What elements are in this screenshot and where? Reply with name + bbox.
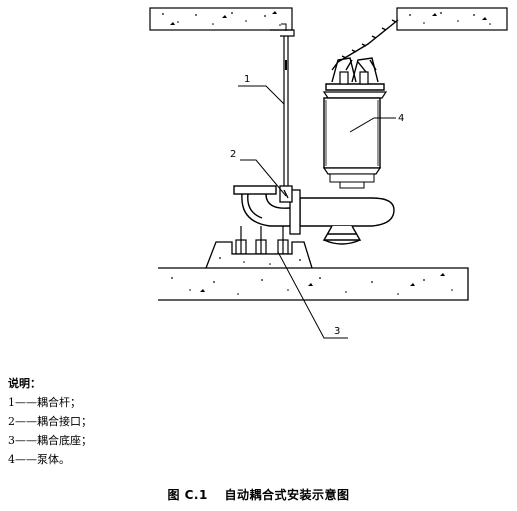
callout-4: 4 [398, 113, 404, 124]
legend-item-coupling-interface: 2——耦合接口； [8, 415, 92, 428]
rod-top-bracket [270, 23, 295, 37]
figure-title: 自动耦合式安装示意图 [224, 488, 350, 502]
callout-1: 1 [244, 74, 250, 85]
leader-lines [238, 85, 396, 339]
legend-item-coupling-rod: 1——耦合杆； [8, 396, 81, 409]
lifting-handles [325, 57, 385, 91]
figure-number: 图 C.1 [167, 488, 208, 502]
coupling-rod [283, 36, 289, 196]
installation-diagram: 1 2 3 4 [149, 7, 508, 339]
lifting-chain [337, 19, 399, 63]
callout-3: 3 [334, 326, 340, 337]
top-right-slab [396, 7, 508, 31]
foundation-pedestal [205, 241, 313, 269]
top-left-slab [149, 7, 293, 31]
pump-volute [299, 197, 395, 245]
pump-body [322, 97, 382, 189]
discharge-elbow [233, 185, 291, 227]
floor-slab [158, 267, 469, 301]
motor-top [322, 71, 388, 99]
legend-item-coupling-base: 3——耦合底座； [8, 434, 92, 447]
coupling-interface [279, 185, 301, 235]
figure-caption: 图 C.1 自动耦合式安装示意图 [0, 486, 517, 503]
legend: 说明： 1——耦合杆； 2——耦合接口； 3——耦合底座； 4——泵体。 [8, 374, 92, 469]
legend-title: 说明： [8, 377, 41, 390]
callout-2: 2 [230, 149, 236, 160]
legend-item-pump-body: 4——泵体。 [8, 453, 70, 466]
